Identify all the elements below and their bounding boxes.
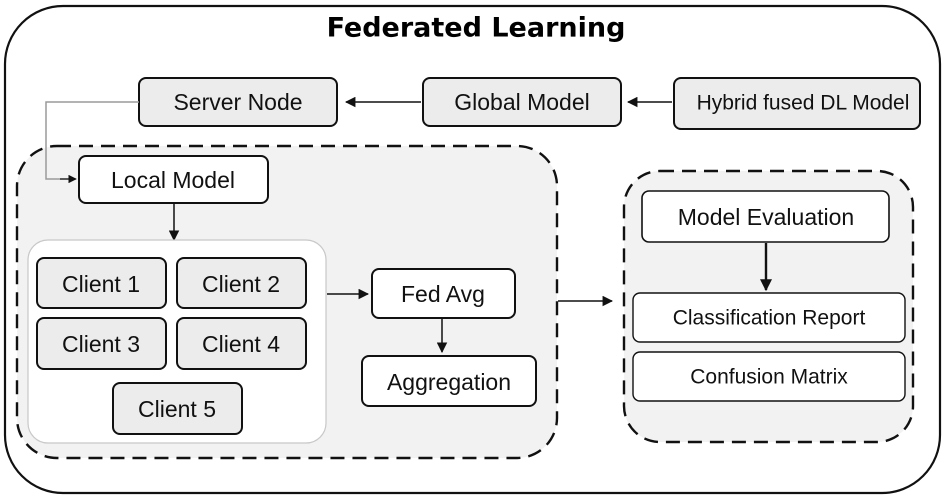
client-2-box: Client 2	[176, 257, 307, 309]
local-model-label: Local Model	[111, 167, 235, 193]
client-3-label: Client 3	[62, 331, 140, 357]
model-evaluation-label: Model Evaluation	[678, 204, 854, 230]
client-1-box: Client 1	[36, 257, 167, 309]
model-evaluation-box: Model Evaluation	[641, 190, 890, 243]
aggregation-box: Aggregation	[361, 355, 537, 407]
global-model-box: Global Model	[422, 77, 622, 127]
hybrid-model-label: Hybrid fused DL Model	[697, 92, 910, 115]
classification-report-label: Classification Report	[673, 307, 866, 330]
client-5-label: Client 5	[138, 396, 216, 422]
local-model-box: Local Model	[78, 155, 269, 204]
connector-server-to-local	[45, 101, 139, 180]
diagram-title: Federated Learning	[327, 13, 626, 44]
server-node-label: Server Node	[173, 89, 302, 115]
confusion-matrix-box: Confusion Matrix	[632, 351, 906, 402]
server-node-box: Server Node	[138, 77, 338, 127]
hybrid-model-box: Hybrid fused DL Model	[673, 77, 921, 130]
classification-report-box: Classification Report	[632, 292, 906, 343]
fed-avg-label: Fed Avg	[401, 281, 485, 307]
client-4-label: Client 4	[202, 331, 280, 357]
client-4-box: Client 4	[176, 317, 307, 370]
global-model-label: Global Model	[454, 89, 590, 115]
fed-avg-box: Fed Avg	[371, 268, 516, 319]
client-2-label: Client 2	[202, 271, 280, 297]
client-5-box: Client 5	[112, 382, 243, 435]
confusion-matrix-label: Confusion Matrix	[690, 366, 848, 389]
client-1-label: Client 1	[62, 271, 140, 297]
client-3-box: Client 3	[36, 317, 167, 370]
aggregation-label: Aggregation	[387, 369, 511, 395]
